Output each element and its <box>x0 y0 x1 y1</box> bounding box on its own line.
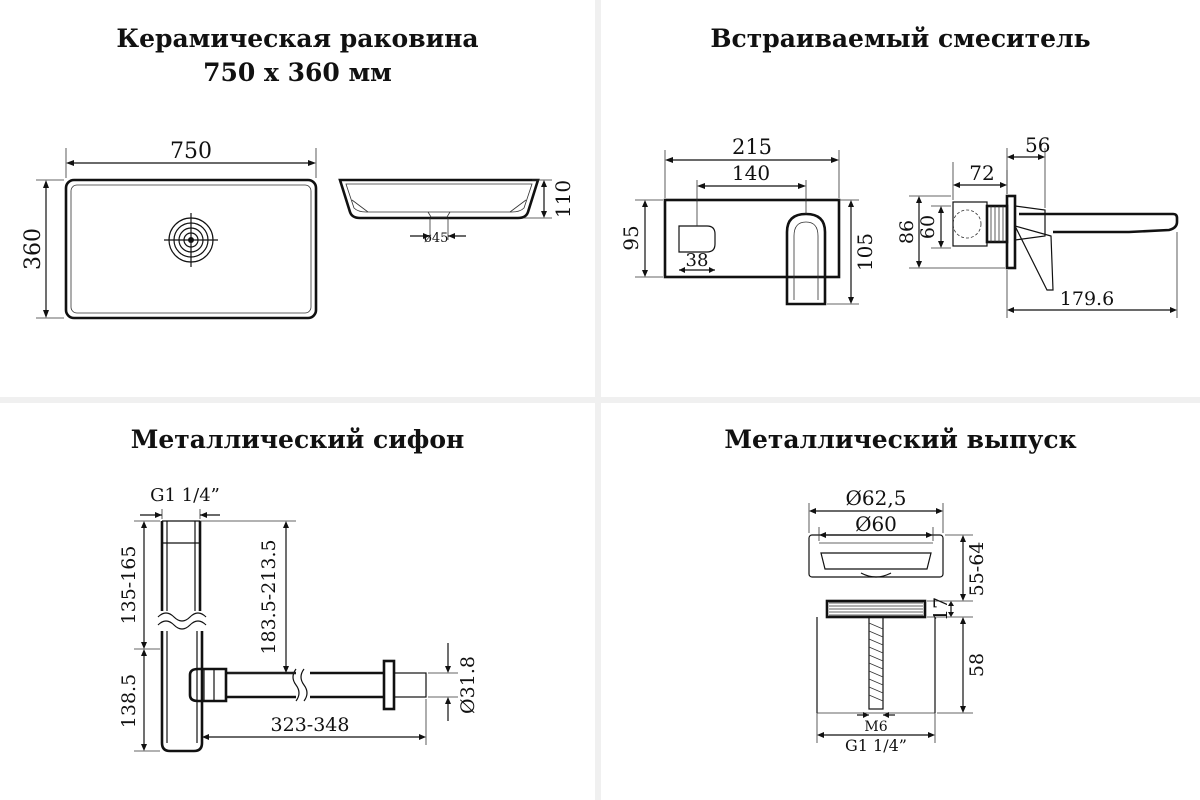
drain-height-dimensions: 55-64 17 58 <box>927 534 988 714</box>
drain-thread-label: G1 1/4” <box>845 736 907 755</box>
drain-panel: Металлический выпуск <box>601 403 1200 800</box>
siphon-length-label: 323-348 <box>271 714 350 736</box>
faucet-body-label: 72 <box>969 161 994 185</box>
faucet-height-a-label: 86 <box>896 220 918 244</box>
faucet-plate-height-dimension: 95 <box>619 199 663 278</box>
faucet-height-dimensions: 86 60 <box>896 195 1005 269</box>
drain-title: Металлический выпуск <box>724 425 1077 454</box>
drain-body <box>808 534 944 714</box>
faucet-panel: Встраиваемый смеситель 215 140 9 <box>601 0 1200 397</box>
drain-inner-label: Ø60 <box>855 512 897 536</box>
siphon-lower-label: 138.5 <box>118 674 140 728</box>
siphon-drop-dimension: 183.5-213.5 <box>200 520 296 674</box>
sink-height-label: 110 <box>551 180 575 218</box>
drain-range-label: 55-64 <box>966 542 988 597</box>
faucet-spout-height-dimension: 105 <box>827 199 877 305</box>
siphon-length-dimension: 323-348 <box>202 699 427 745</box>
drain-thread-lines <box>829 602 923 616</box>
faucet-depth-total-label: 56 <box>1025 133 1050 157</box>
faucet-spacing-label: 140 <box>732 161 770 185</box>
faucet-handle-label: 38 <box>686 250 709 271</box>
drain-outer-label: Ø62,5 <box>846 486 907 510</box>
sink-drain-label: ø45 <box>424 231 448 246</box>
faucet-depth-total-dimension: 56 <box>1006 133 1050 208</box>
siphon-pipe-dimension: Ø31.8 <box>428 643 479 721</box>
drain-17-label: 17 <box>930 597 952 621</box>
siphon-thread-label: G1 1/4” <box>150 485 220 506</box>
faucet-spout-height-label: 105 <box>853 233 877 271</box>
sink-title-line2: 750 x 360 мм <box>203 58 392 87</box>
sink-height-dimension: 110 <box>524 179 575 219</box>
siphon-drawing: G1 1/4” 135-165 138.5 183.5-213.5 323- <box>118 485 479 753</box>
faucet-plate-width-dimension: 215 <box>664 135 840 198</box>
siphon-lower-dimension: 138.5 <box>118 649 160 752</box>
siphon-upper-label: 135-165 <box>118 546 140 625</box>
drain-m6-label: M6 <box>864 719 887 735</box>
faucet-spacing-dimension: 140 <box>696 161 807 226</box>
drain-58-label: 58 <box>966 653 988 677</box>
sink-drawing: 750 360 ø45 110 <box>21 139 575 320</box>
siphon-pipe-label: Ø31.8 <box>457 656 479 714</box>
faucet-spout-length-dimension: 179.6 <box>1006 232 1178 318</box>
sink-depth-dimension: 360 <box>21 179 64 319</box>
sink-width-dimension: 750 <box>65 139 317 178</box>
drain-inner-dimension: Ø60 <box>818 512 934 541</box>
faucet-height-b-label: 60 <box>917 215 939 239</box>
drain-outer-dimension: Ø62,5 <box>808 486 944 533</box>
sink-drain-symbol <box>164 213 218 267</box>
faucet-handle-dimension: 38 <box>679 250 715 273</box>
faucet-front-view <box>663 198 841 306</box>
sink-depth-label: 360 <box>21 228 46 270</box>
faucet-body-dimension: 72 <box>952 161 1008 200</box>
drain-drawing: Ø62,5 Ø60 55-64 17 58 <box>808 486 988 755</box>
siphon-thread-dimension: G1 1/4” <box>140 485 220 519</box>
sink-width-label: 750 <box>170 139 212 164</box>
faucet-spout-length-label: 179.6 <box>1060 288 1114 310</box>
sink-side-view: ø45 <box>338 178 540 246</box>
sink-title-line1: Керамическая раковина <box>116 24 479 53</box>
sink-top-view <box>64 178 318 320</box>
siphon-drop-label: 183.5-213.5 <box>258 539 280 654</box>
faucet-plate-height-label: 95 <box>619 225 643 250</box>
siphon-title: Металлический сифон <box>130 425 465 454</box>
siphon-panel: Металлический сифон <box>0 403 595 800</box>
drain-bottom-dimensions: M6 G1 1/4” <box>816 712 936 755</box>
siphon-outlet-pipe <box>226 659 427 711</box>
siphon-body <box>157 520 228 753</box>
sink-panel: Керамическая раковина 750 x 360 мм 750 <box>0 0 595 397</box>
faucet-title: Встраиваемый смеситель <box>710 24 1091 53</box>
faucet-side-view <box>952 194 1179 291</box>
faucet-plate-width-label: 215 <box>732 135 772 159</box>
faucet-drawing: 215 140 95 38 105 <box>619 133 1179 318</box>
siphon-upper-dimension: 135-165 <box>118 520 160 650</box>
